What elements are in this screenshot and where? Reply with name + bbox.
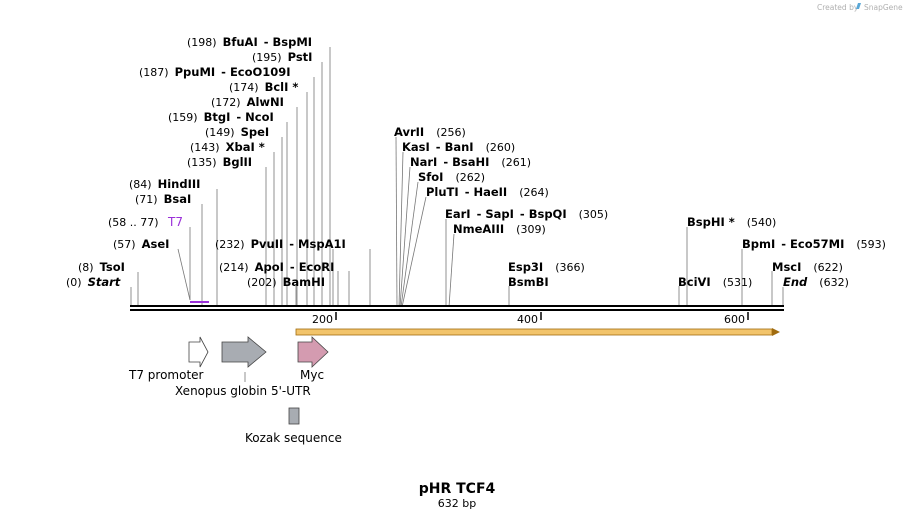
t7-promoter-label: T7 promoter bbox=[128, 368, 204, 382]
site-end[interactable]: End(632) bbox=[783, 275, 849, 289]
site-kasi[interactable]: KasI- BanI(260) bbox=[402, 140, 515, 154]
t7-primer-range: (58 .. 77) bbox=[108, 216, 159, 229]
site-tsoi[interactable]: (8)TsoI bbox=[78, 260, 125, 274]
site-bfuai[interactable]: (198)BfuAI- BspMI bbox=[187, 35, 312, 49]
xenopus-utr-feature[interactable] bbox=[221, 336, 267, 368]
site-bcivi[interactable]: BciVI(531) bbox=[678, 275, 752, 289]
t7-primer-name: T7 bbox=[167, 215, 183, 229]
site-pvuii[interactable]: (232)PvuII- MspA1I bbox=[215, 237, 346, 251]
tick-label-200: 200 bbox=[312, 313, 333, 326]
snapgene-logo-icon bbox=[856, 3, 861, 9]
site-xbai[interactable]: (143)XbaI * bbox=[190, 140, 265, 154]
site-bglii[interactable]: (135)BglII bbox=[187, 155, 252, 169]
kozak-feature[interactable] bbox=[288, 407, 300, 425]
kozak-label: Kozak sequence bbox=[245, 431, 342, 445]
site-ppumi[interactable]: (187)PpuMI- EcoO109I bbox=[139, 65, 291, 79]
site-asei[interactable]: (57)AseI bbox=[113, 237, 169, 251]
map-length: 632 bp bbox=[438, 497, 476, 510]
site-connectors bbox=[130, 47, 784, 308]
site-bsai[interactable]: (71)BsaI bbox=[135, 192, 191, 206]
site-avrii[interactable]: AvrII(256) bbox=[394, 125, 466, 139]
site-eari[interactable]: EarI- SapI- BspQI(305) bbox=[445, 207, 608, 221]
site-bcli[interactable]: (174)BclI * bbox=[229, 80, 298, 94]
site-bamhi[interactable]: (202)BamHI bbox=[247, 275, 325, 289]
credit-created-by: Created by bbox=[817, 3, 859, 12]
site-nmeaiii[interactable]: NmeAIII(309) bbox=[453, 222, 546, 236]
site-btgi[interactable]: (159)BtgI- NcoI bbox=[168, 110, 274, 124]
map-title: pHR TCF4 bbox=[419, 481, 496, 497]
site-sfoi[interactable]: SfoI(262) bbox=[418, 170, 485, 184]
site-esp3i[interactable]: Esp3I(366) bbox=[508, 260, 585, 274]
site-spei[interactable]: (149)SpeI bbox=[205, 125, 269, 139]
t7-promoter-feature[interactable] bbox=[188, 336, 209, 368]
xenopus-utr-label: Xenopus globin 5'-UTR bbox=[175, 384, 311, 398]
site-bpmi[interactable]: BpmI- Eco57MI(593) bbox=[742, 237, 886, 251]
site-apoi[interactable]: (214)ApoI- EcoRI bbox=[219, 260, 334, 274]
site-psti[interactable]: (195)PstI bbox=[252, 50, 312, 64]
site-start[interactable]: (0)Start bbox=[66, 275, 121, 289]
site-nari[interactable]: NarI- BsaHI(261) bbox=[410, 155, 531, 169]
site-pluti[interactable]: PluTI- HaeII(264) bbox=[426, 185, 549, 199]
coordinate-ticks: 200 400 600 bbox=[312, 312, 749, 326]
site-bsphi[interactable]: BspHI *(540) bbox=[687, 215, 776, 229]
site-msci[interactable]: MscI(622) bbox=[772, 260, 843, 274]
site-labels: (198)BfuAI- BspMI (195)PstI (187)PpuMI- … bbox=[66, 35, 886, 289]
tick-label-400: 400 bbox=[517, 313, 538, 326]
credit-brand: SnapGene bbox=[864, 3, 903, 12]
myc-feature[interactable] bbox=[297, 336, 329, 368]
site-bsmbi[interactable]: BsmBI bbox=[508, 275, 549, 289]
tick-label-600: 600 bbox=[724, 313, 745, 326]
site-hindiii[interactable]: (84)HindIII bbox=[129, 177, 200, 191]
orf-arrow[interactable] bbox=[295, 328, 780, 336]
site-alwni[interactable]: (172)AlwNI bbox=[211, 95, 284, 109]
myc-label: Myc bbox=[300, 368, 324, 382]
